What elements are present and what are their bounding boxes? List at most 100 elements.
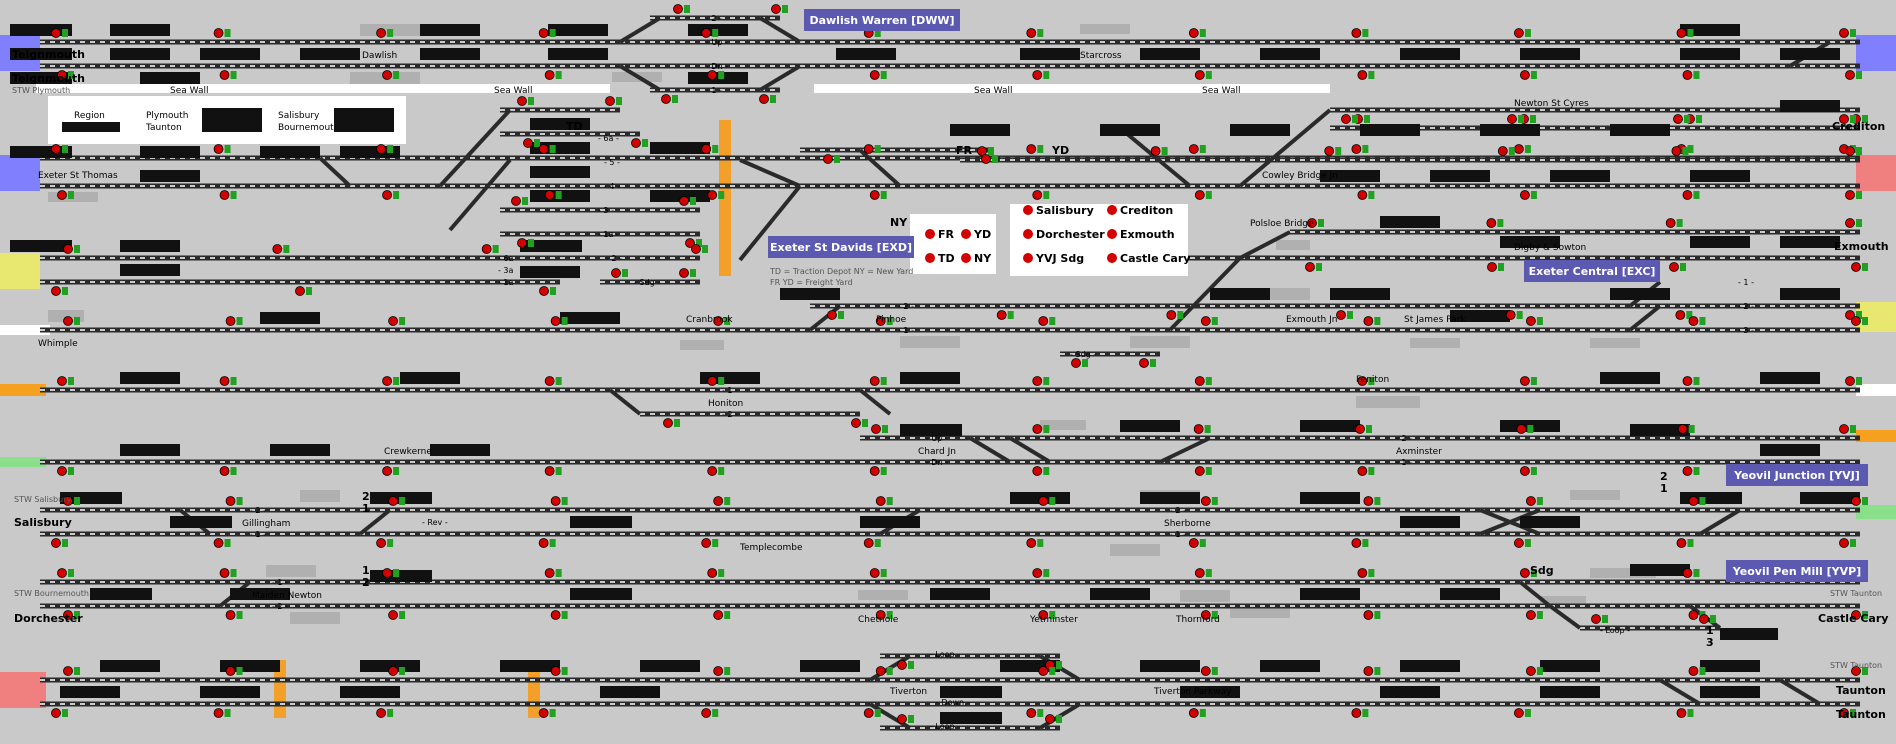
berth[interactable] xyxy=(200,686,260,698)
signal-icon[interactable] xyxy=(511,196,521,206)
berth[interactable] xyxy=(836,48,896,60)
signal-icon[interactable] xyxy=(679,196,689,206)
signal-icon[interactable] xyxy=(63,244,73,254)
berth[interactable] xyxy=(140,146,200,158)
signal-icon[interactable] xyxy=(1363,316,1374,326)
berth[interactable] xyxy=(60,686,120,698)
signal-icon[interactable] xyxy=(550,496,561,506)
signal-icon[interactable] xyxy=(219,376,230,386)
berth[interactable] xyxy=(1100,124,1160,136)
signal-icon[interactable] xyxy=(875,316,886,326)
signal-icon[interactable] xyxy=(57,568,67,578)
signal-icon[interactable] xyxy=(1591,614,1601,624)
berth[interactable] xyxy=(1720,628,1778,640)
signal-icon[interactable] xyxy=(376,538,386,548)
signal-icon[interactable] xyxy=(1150,146,1161,156)
signal-icon[interactable] xyxy=(219,70,230,80)
signal-icon[interactable] xyxy=(1839,538,1849,548)
signal-icon[interactable] xyxy=(1851,496,1861,506)
signal-icon[interactable] xyxy=(1307,218,1317,228)
berth[interactable] xyxy=(520,240,582,252)
signal-icon[interactable] xyxy=(1193,424,1204,434)
berth[interactable] xyxy=(430,444,490,456)
signal-icon[interactable] xyxy=(1357,376,1368,386)
signal-icon[interactable] xyxy=(550,316,561,326)
signal-icon[interactable] xyxy=(1200,316,1211,326)
signal-icon[interactable] xyxy=(219,466,230,476)
signal-icon[interactable] xyxy=(538,538,549,548)
signal-icon[interactable] xyxy=(1845,190,1855,200)
berth[interactable] xyxy=(200,48,260,60)
signal-icon[interactable] xyxy=(213,144,224,154)
berth[interactable] xyxy=(1140,660,1200,672)
signal-icon[interactable] xyxy=(707,70,718,80)
berth[interactable] xyxy=(140,170,200,182)
signal-icon[interactable] xyxy=(213,28,224,38)
signal-icon[interactable] xyxy=(539,286,549,296)
signal-icon[interactable] xyxy=(691,244,701,254)
signal-icon[interactable] xyxy=(57,70,67,80)
signal-icon[interactable] xyxy=(51,286,61,296)
signal-icon[interactable] xyxy=(707,376,718,386)
signal-icon[interactable] xyxy=(1845,310,1855,320)
signal-icon[interactable] xyxy=(1851,262,1861,272)
signal-icon[interactable] xyxy=(1200,610,1211,620)
area-box-exc[interactable]: Exeter Central [EXC] xyxy=(1524,260,1660,282)
signal-icon[interactable] xyxy=(544,376,555,386)
signal-icon[interactable] xyxy=(544,568,555,578)
signal-icon[interactable] xyxy=(376,28,386,38)
signal-icon[interactable] xyxy=(1839,114,1849,124)
signal-icon[interactable] xyxy=(863,538,874,548)
signal-icon[interactable] xyxy=(1682,568,1693,578)
signal-icon[interactable] xyxy=(869,568,880,578)
signal-icon[interactable] xyxy=(1682,376,1693,386)
berth[interactable] xyxy=(260,312,320,324)
berth[interactable] xyxy=(1300,492,1360,504)
signal-icon[interactable] xyxy=(1357,70,1368,80)
signal-icon[interactable] xyxy=(1357,466,1368,476)
berth[interactable] xyxy=(600,686,660,698)
signal-icon[interactable] xyxy=(713,496,724,506)
signal-icon[interactable] xyxy=(538,144,549,154)
signal-icon[interactable] xyxy=(481,244,492,254)
berth[interactable] xyxy=(640,660,700,672)
signal-icon[interactable] xyxy=(219,568,230,578)
signal-icon[interactable] xyxy=(1200,496,1211,506)
signal-icon[interactable] xyxy=(1520,70,1530,80)
berth[interactable] xyxy=(1380,686,1440,698)
signal-icon[interactable] xyxy=(225,316,236,326)
berth[interactable] xyxy=(370,570,432,582)
signal-icon[interactable] xyxy=(382,70,392,80)
signal-icon[interactable] xyxy=(1357,190,1368,200)
signal-icon[interactable] xyxy=(977,146,987,156)
berth[interactable] xyxy=(1330,288,1390,300)
berth[interactable] xyxy=(1780,48,1840,60)
signal-icon[interactable] xyxy=(1505,310,1516,320)
signal-icon[interactable] xyxy=(1194,376,1205,386)
signal-icon[interactable] xyxy=(57,376,67,386)
signal-icon[interactable] xyxy=(1688,316,1699,326)
signal-icon[interactable] xyxy=(225,496,236,506)
signal-icon[interactable] xyxy=(63,496,73,506)
signal-icon[interactable] xyxy=(1520,190,1530,200)
berth[interactable] xyxy=(1450,310,1510,322)
berth[interactable] xyxy=(10,48,72,60)
signal-icon[interactable] xyxy=(605,96,615,106)
berth[interactable] xyxy=(900,424,962,436)
signal-icon[interactable] xyxy=(1188,144,1199,154)
signal-icon[interactable] xyxy=(1026,28,1037,38)
berth[interactable] xyxy=(1700,660,1760,672)
signal-icon[interactable] xyxy=(1071,358,1081,368)
signal-icon[interactable] xyxy=(1357,568,1368,578)
berth[interactable] xyxy=(230,588,290,600)
signal-icon[interactable] xyxy=(1032,376,1043,386)
signal-icon[interactable] xyxy=(1032,70,1043,80)
berth[interactable] xyxy=(1500,236,1560,248)
signal-icon[interactable] xyxy=(295,286,305,296)
berth[interactable] xyxy=(1400,660,1460,672)
signal-icon[interactable] xyxy=(869,190,880,200)
signal-icon[interactable] xyxy=(1194,568,1205,578)
signal-icon[interactable] xyxy=(1194,190,1205,200)
signal-icon[interactable] xyxy=(376,144,386,154)
signal-icon[interactable] xyxy=(869,376,880,386)
